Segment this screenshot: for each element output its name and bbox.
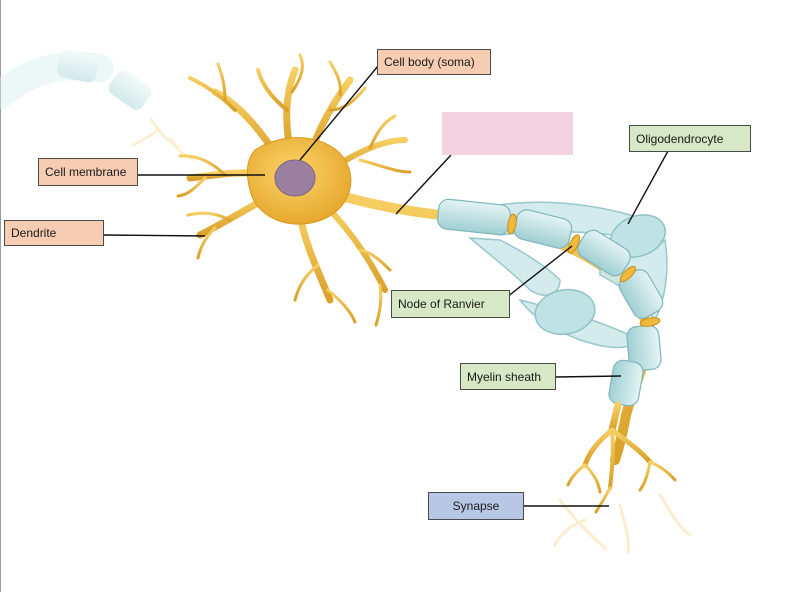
dendrite-label: Dendrite: [4, 220, 104, 246]
nodes-of-ranvier: [507, 213, 661, 327]
cell-membrane-label: Cell membrane: [38, 158, 138, 186]
leader-lines: [103, 65, 669, 507]
synapse-label: Synapse: [428, 492, 524, 520]
faded-upstream-axon: [0, 49, 197, 162]
cell-body-label: Cell body (soma): [377, 49, 491, 75]
left-border: [0, 0, 1, 592]
blank-label-box: [442, 112, 573, 155]
myelin-sheath-segments: [437, 198, 664, 407]
axon-terminal: [566, 401, 677, 514]
nucleus: [274, 159, 316, 197]
faded-downstream-dendrites: [553, 493, 692, 554]
oligodendrocyte-lobe: [534, 288, 596, 336]
node-of-ranvier-label: Node of Ranvier: [391, 290, 510, 318]
myelin-sheath-label: Myelin sheath: [460, 363, 556, 390]
oligodendrocyte-label: Oligodendrocyte: [629, 125, 751, 152]
